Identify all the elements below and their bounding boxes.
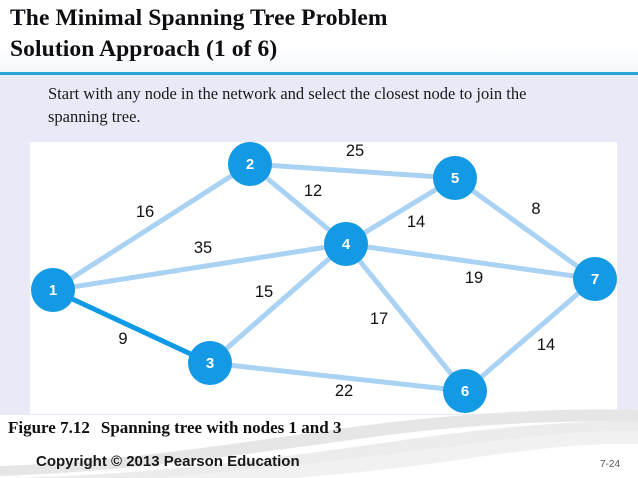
- edge-weight-5-7: 8: [531, 200, 540, 218]
- node-1[interactable]: 1: [31, 268, 75, 312]
- page-number: 7-24: [600, 459, 621, 470]
- edge-1-4: [50, 241, 349, 293]
- edge-4-6: [343, 241, 468, 394]
- edge-weight-1-2: 16: [136, 203, 154, 221]
- node-label-2: 2: [246, 156, 254, 173]
- node-label-5: 5: [451, 170, 459, 187]
- node-2[interactable]: 2: [228, 142, 272, 186]
- node-circle-3: [188, 341, 232, 385]
- node-circle-6: [443, 369, 487, 413]
- node-6[interactable]: 6: [443, 369, 487, 413]
- edge-weight-2-4: 12: [304, 182, 322, 200]
- header-divider: [0, 72, 638, 75]
- swoosh-band-lower: [0, 421, 638, 478]
- page-title-line-2: Solution Approach (1 of 6): [10, 36, 278, 62]
- node-circle-5: [433, 156, 477, 200]
- edge-weight-3-4: 15: [255, 283, 273, 301]
- node-circle-1: [31, 268, 75, 312]
- edge-6-7: [462, 276, 598, 394]
- edge-weight-1-3: 9: [118, 330, 127, 348]
- slide-header: The Minimal Spanning Tree Problem Soluti…: [0, 0, 638, 74]
- node-circle-2: [228, 142, 272, 186]
- figure-title: Spanning tree with nodes 1 and 3: [100, 418, 342, 437]
- edge-3-4: [207, 241, 349, 366]
- body-paragraph: Start with any node in the network and s…: [48, 84, 527, 126]
- edge-1-2: [50, 161, 253, 293]
- edge-weight-2-5: 25: [346, 142, 364, 160]
- node-5[interactable]: 5: [433, 156, 477, 200]
- edge-weight-4-7: 19: [465, 269, 483, 287]
- page-title-line-1: The Minimal Spanning Tree Problem: [10, 5, 388, 31]
- edge-2-5: [247, 161, 458, 181]
- swoosh-band-accent: [150, 430, 638, 478]
- figure-number: Figure 7.12: [8, 418, 90, 437]
- edge-4-7: [343, 241, 598, 282]
- node-label-6: 6: [461, 383, 469, 400]
- node-label-7: 7: [591, 271, 599, 288]
- edge-weight-1-4: 35: [194, 239, 212, 257]
- copyright-notice: Copyright © 2013 Pearson Education: [36, 453, 300, 470]
- node-circle-7: [573, 257, 617, 301]
- swoosh-band-upper: [0, 409, 638, 476]
- edge-1-3: [50, 287, 213, 366]
- edge-weight-3-6: 22: [335, 382, 353, 400]
- node-circle-4: [324, 222, 368, 266]
- node-label-4: 4: [342, 236, 351, 253]
- edge-weight-4-6: 17: [370, 310, 388, 328]
- footer-decoration: [0, 409, 638, 478]
- node-7[interactable]: 7: [573, 257, 617, 301]
- edge-5-7: [452, 175, 598, 282]
- figure-caption: Figure 7.12 Spanning tree with nodes 1 an…: [8, 418, 341, 438]
- edge-layer: [50, 161, 598, 394]
- edge-weight-6-7: 14: [537, 336, 555, 354]
- node-label-1: 1: [49, 282, 57, 299]
- node-label-3: 3: [206, 355, 214, 372]
- node-4[interactable]: 4: [324, 222, 368, 266]
- edge-3-6: [207, 360, 468, 394]
- edge-weight-4-5: 14: [407, 213, 425, 231]
- node-3[interactable]: 3: [188, 341, 232, 385]
